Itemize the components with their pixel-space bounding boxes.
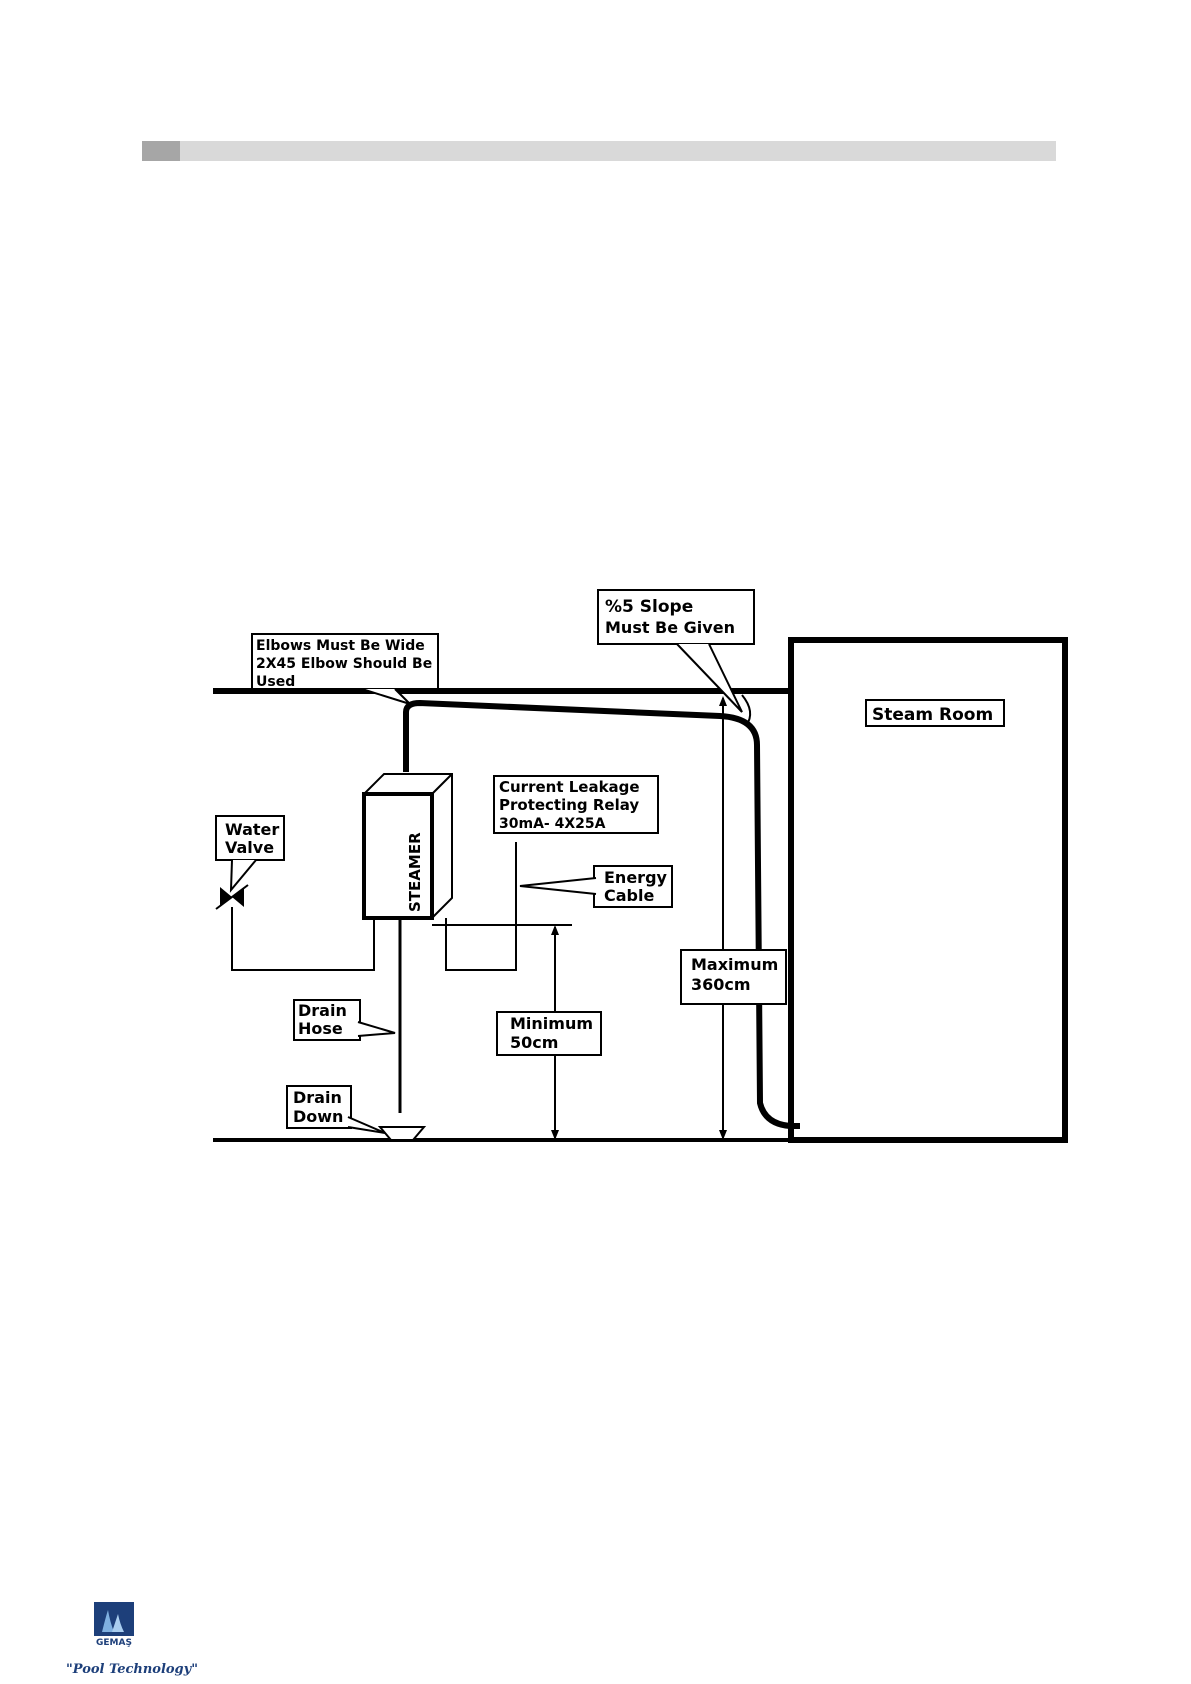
elbows-label-line1: Elbows Must Be Wide xyxy=(256,638,425,654)
water-valve-callout xyxy=(231,860,256,890)
drain-down-label-line2: Down xyxy=(293,1107,343,1126)
water-supply-pipe xyxy=(232,907,374,970)
minimum-arrow-top xyxy=(551,925,559,935)
slope-label-line1: %5 Slope xyxy=(605,597,693,617)
minimum-label-line1: Minimum xyxy=(510,1014,593,1033)
maximum-label-line2: 360cm xyxy=(691,975,751,994)
steam-pipe xyxy=(406,703,800,1126)
water-valve-label-line2: Valve xyxy=(225,838,274,857)
slope-label-line2: Must Be Given xyxy=(605,618,735,637)
footer-tagline: "Pool Technology" xyxy=(66,1662,198,1677)
steamer-label: STEAMER xyxy=(406,832,424,912)
steamer-edge xyxy=(432,774,452,794)
energy-cable-label-line2: Cable xyxy=(604,886,654,905)
relay-label-line3: 30mA- 4X25A xyxy=(499,816,606,832)
drain-hose-callout xyxy=(358,1022,395,1036)
energy-cable-label-line1: Energy xyxy=(604,868,668,887)
elbows-label-line3: Used xyxy=(256,674,295,690)
relay-label-line1: Current Leakage xyxy=(499,778,640,796)
energy-cable-callout xyxy=(520,878,596,894)
steam-room-label: Steam Room xyxy=(872,705,993,725)
drain-down-label-line1: Drain xyxy=(293,1088,342,1107)
water-valve-label-line1: Water xyxy=(225,820,279,839)
drain-hose-label-line1: Drain xyxy=(298,1001,347,1020)
relay-label-line2: Protecting Relay xyxy=(499,796,639,814)
drain-hose-label-line2: Hose xyxy=(298,1019,343,1038)
drain-down-callout xyxy=(348,1117,385,1133)
minimum-label-line2: 50cm xyxy=(510,1033,558,1052)
elbows-label-line2: 2X45 Elbow Should Be xyxy=(256,656,432,672)
energy-cable xyxy=(446,842,516,970)
slope-callout xyxy=(677,644,742,712)
gemas-logo: GEMAŞ xyxy=(94,1602,134,1648)
svg-text:GEMAŞ: GEMAŞ xyxy=(96,1638,132,1648)
maximum-label-line1: Maximum xyxy=(691,955,778,974)
maximum-arrow-top xyxy=(719,696,727,706)
